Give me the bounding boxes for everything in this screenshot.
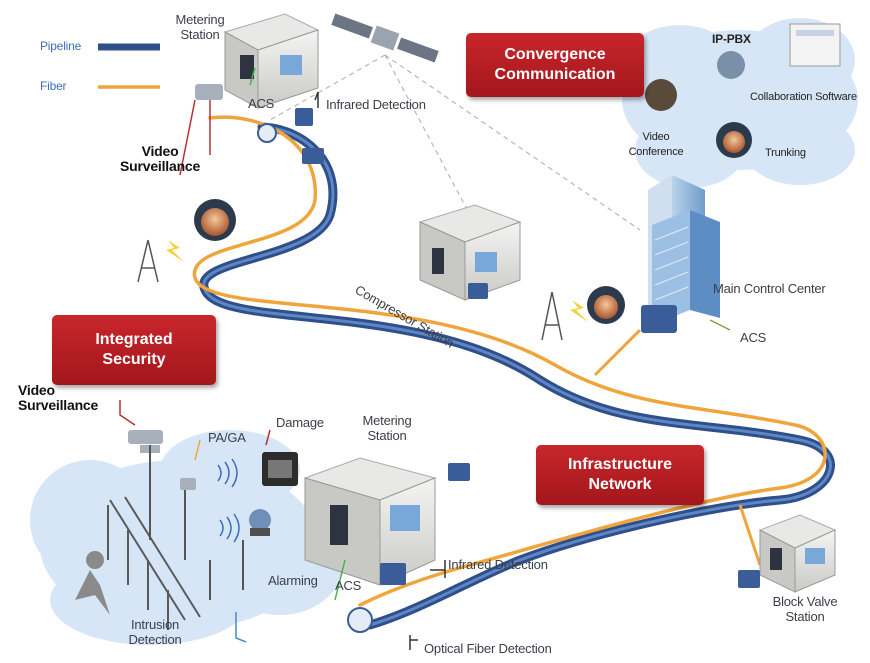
intrusion-detection-line1: Intrusion — [130, 617, 180, 632]
metering-station-top-icon — [223, 13, 320, 109]
banner-security-line1: Integrated — [95, 331, 173, 348]
banner-infrastructure-line1: Infrastructure — [567, 456, 673, 473]
metering-station-bottom-line1: Metering — [362, 413, 412, 428]
radio-tower-icon — [137, 239, 563, 341]
intrusion-detection-label: Intrusion Detection — [120, 617, 190, 647]
excavator-icon — [262, 452, 298, 486]
acs-control-label: ACS — [740, 330, 767, 345]
fiber-line — [192, 115, 827, 607]
legend-fiber-label: Fiber — [40, 79, 67, 93]
video-surveillance-top-line2: Surveillance — [120, 158, 201, 174]
banner-convergence-line1: Convergence — [504, 46, 606, 63]
banner-convergence-line2: Communication — [494, 66, 616, 83]
video-conference-line1: Video — [642, 131, 670, 143]
lightning-icon — [166, 240, 588, 322]
intruder-icon — [75, 551, 110, 615]
banner-convergence-communication: Convergence Communication — [466, 33, 644, 97]
sensor-post-icon — [149, 445, 244, 600]
block-valve-station-line1: Block Valve — [772, 594, 838, 609]
video-surveillance-top-line1: Video — [141, 143, 179, 159]
compressor-station-icon — [418, 204, 522, 301]
satellite-links — [269, 54, 641, 231]
trunking-label: Trunking — [765, 147, 806, 159]
video-conference-label: Video Conference — [626, 130, 686, 160]
callout-lines — [119, 67, 731, 650]
infrared-detection-top-label: Infrared Detection — [326, 97, 426, 112]
main-control-center-label: Main Control Center — [713, 281, 826, 296]
block-valve-station-line2: Station — [785, 609, 825, 624]
collaboration-software-label: Collaboration Software — [750, 91, 857, 103]
valve-icon — [257, 123, 373, 633]
acs-top-label: ACS — [248, 96, 275, 111]
damage-label: Damage — [276, 415, 324, 430]
pipeline-highlight — [202, 125, 832, 627]
video-conference-line2: Conference — [628, 146, 684, 158]
main-control-center-building-icon — [648, 175, 720, 325]
infrared-detection-bottom-label: Infrared Detection — [448, 557, 548, 572]
metering-station-bottom-icon — [303, 457, 437, 586]
banner-integrated-security: Integrated Security — [52, 315, 216, 385]
metering-station-top-line1: Metering — [175, 12, 225, 27]
worker-avatar-icon — [194, 51, 752, 324]
banner-infrastructure-network: Infrastructure Network — [536, 445, 704, 505]
alarm-light-icon — [249, 509, 271, 536]
alarming-label: Alarming — [268, 573, 318, 588]
metering-station-top-line2: Station — [180, 27, 220, 42]
banner-infrastructure-line2: Network — [588, 476, 652, 493]
legend-pipeline-label: Pipeline — [40, 39, 82, 53]
ip-pbx-label: IP-PBX — [712, 32, 751, 46]
camera-icon — [128, 84, 223, 490]
banner-security-line2: Security — [102, 351, 166, 368]
fiber-branch-valve — [738, 504, 762, 566]
intrusion-detection-line2: Detection — [128, 632, 182, 647]
fence-icon — [107, 496, 201, 630]
collaboration-screen-icon — [789, 23, 841, 67]
video-surveillance-left-line2: Surveillance — [18, 397, 99, 413]
fiber-branch-control — [593, 328, 642, 377]
router-icon — [295, 108, 760, 588]
metering-station-top-label: Metering Station — [170, 12, 230, 42]
block-valve-station-icon — [758, 514, 837, 593]
video-surveillance-left-label: Video Surveillance — [18, 383, 98, 413]
metering-station-bottom-line2: Station — [367, 428, 407, 443]
optical-fiber-detection-label: Optical Fiber Detection — [424, 641, 552, 656]
block-valve-station-label: Block Valve Station — [765, 594, 845, 624]
pa-ga-label: PA/GA — [208, 430, 246, 445]
acs-bottom-label: ACS — [335, 578, 362, 593]
satellite-icon — [331, 13, 439, 63]
metering-station-bottom-label: Metering Station — [356, 413, 418, 443]
video-surveillance-left-line1: Video — [18, 382, 55, 398]
speaker-waves-icon — [217, 458, 240, 543]
video-surveillance-top-label: Video Surveillance — [120, 144, 200, 174]
